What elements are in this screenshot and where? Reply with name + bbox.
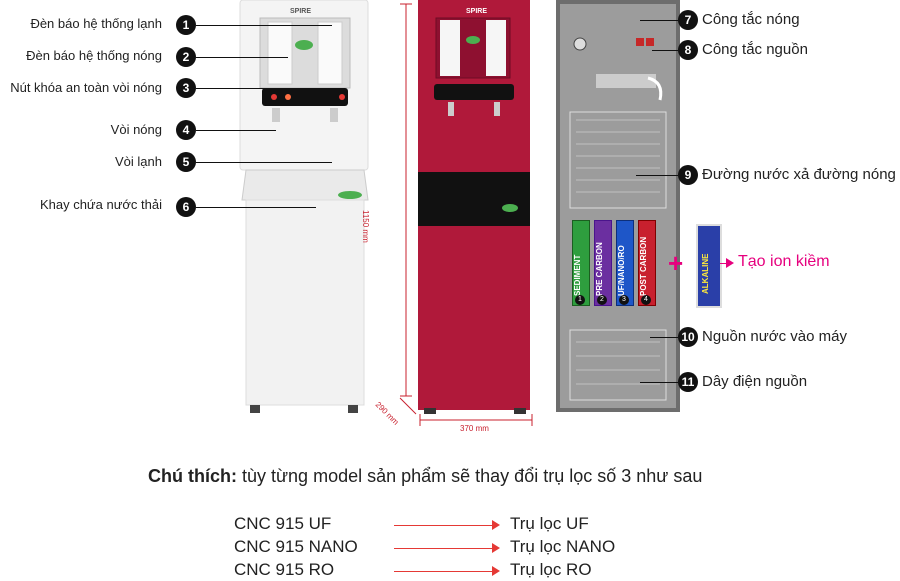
filter-cartridge-2 — [594, 220, 612, 306]
filter-number-4: 4 — [641, 295, 651, 305]
red-dispenser — [418, 0, 530, 414]
callout-label-5: Vòi lạnh — [115, 154, 162, 169]
note-bold: Chú thích: — [148, 466, 237, 486]
callout-number-1: 1 — [176, 15, 196, 35]
alkaline-result: Tạo ion kiềm — [738, 253, 830, 270]
plus-sign: + — [668, 248, 684, 278]
filter-number-2: 2 — [597, 295, 607, 305]
note-text: Chú thích: tùy từng model sản phẩm sẽ th… — [148, 466, 702, 487]
height-dimension: 1150 mm — [361, 210, 370, 243]
alkaline-arrow — [726, 258, 734, 268]
model-arrow-line-3 — [394, 571, 494, 572]
callout-label-10: Nguồn nước vào máy — [702, 328, 847, 345]
callout-line-11 — [640, 382, 678, 383]
callout-number-3: 3 — [176, 78, 196, 98]
model-result-1: Trụ lọc UF — [510, 514, 589, 533]
callout-label-3: Nút khóa an toàn vòi nóng — [10, 80, 162, 95]
callout-label-8: Công tắc nguồn — [702, 41, 808, 58]
model-arrow-line-1 — [394, 525, 494, 526]
callout-label-1: Đèn báo hệ thống lạnh — [30, 16, 162, 31]
callout-line-10 — [650, 337, 678, 338]
callout-label-7: Công tắc nóng — [702, 11, 800, 28]
callout-label-6: Khay chứa nước thải — [39, 197, 162, 212]
filter-label-2: PRE CARBON — [595, 242, 604, 296]
note-body: tùy từng model sản phẩm sẽ thay đổi trụ … — [236, 466, 703, 486]
filter-label-4: POST CARBON — [639, 236, 648, 296]
callout-label-11: Dây điện nguồn — [702, 373, 808, 390]
model-arrow-1 — [492, 520, 500, 530]
callout-line-9 — [636, 175, 678, 176]
callout-line-3 — [196, 88, 276, 89]
alkaline-label: ALKALINE — [701, 253, 710, 294]
callout-number-4: 4 — [176, 120, 196, 140]
white-dispenser — [239, 0, 369, 413]
model-arrow-3 — [492, 566, 500, 576]
callout-number-6: 6 — [176, 197, 196, 217]
callout-line-8 — [652, 50, 678, 51]
filter-cartridge-1 — [572, 220, 590, 306]
callout-number-7: 7 — [678, 10, 698, 30]
callout-label-2: Đèn báo hệ thống nóng — [26, 48, 162, 63]
dimension-lines — [399, 3, 533, 426]
model-result-3: Trụ lọc RO — [510, 560, 592, 579]
model-arrow-2 — [492, 543, 500, 553]
callout-number-5: 5 — [176, 152, 196, 172]
filter-number-1: 1 — [575, 295, 585, 305]
callout-line-5 — [196, 162, 332, 163]
callout-line-1 — [196, 25, 332, 26]
model-result-2: Trụ lọc NANO — [510, 537, 616, 556]
filter-number-3: 3 — [619, 295, 629, 305]
callout-label-4: Vòi nóng — [110, 122, 162, 137]
filter-cartridge-4 — [638, 220, 656, 306]
filter-label-3: UF/NANO/RO — [617, 245, 626, 296]
callout-number-9: 9 — [678, 165, 698, 185]
callout-line-4 — [196, 130, 276, 131]
callout-line-7 — [640, 20, 678, 21]
callout-number-2: 2 — [176, 47, 196, 67]
brand-logo-red: SPIRE — [466, 8, 488, 15]
alkaline-cartridge — [696, 224, 722, 308]
model-name-2: CNC 915 NANO — [234, 537, 358, 556]
model-name-3: CNC 915 RO — [234, 560, 335, 579]
model-name-1: CNC 915 UF — [234, 514, 332, 533]
callout-label-9: Đường nước xả đường nóng — [702, 166, 896, 183]
brand-logo: SPIRE — [290, 8, 312, 15]
callout-line-6 — [196, 207, 316, 208]
model-arrow-line-2 — [394, 548, 494, 549]
callout-number-11: 11 — [678, 372, 698, 392]
filter-label-1: SEDIMENT — [573, 254, 582, 296]
callout-number-10: 10 — [678, 327, 698, 347]
callout-number-8: 8 — [678, 40, 698, 60]
alkaline-arrow-line — [720, 263, 728, 264]
width-dimension: 370 mm — [460, 424, 489, 433]
callout-line-2 — [196, 57, 288, 58]
back-view-dispenser — [556, 0, 680, 412]
filter-cartridge-3 — [616, 220, 634, 306]
